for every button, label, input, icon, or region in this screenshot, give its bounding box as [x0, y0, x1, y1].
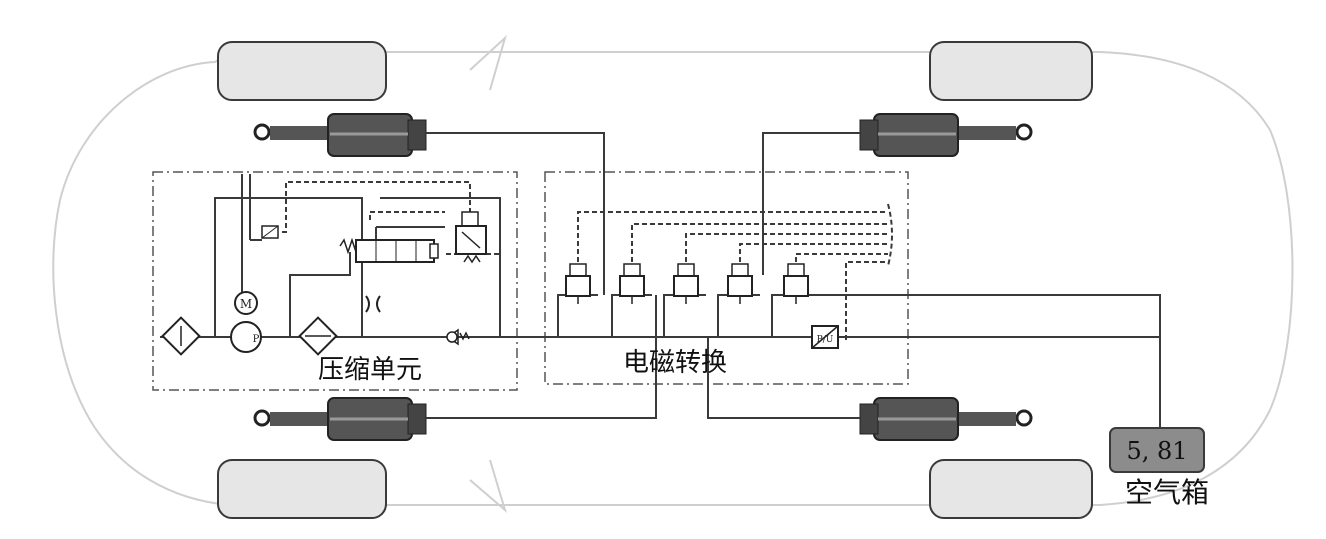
- filter-dryer-right: [298, 316, 338, 356]
- compressor-unit-box: [152, 171, 518, 391]
- air-strut-front-left: [253, 113, 427, 157]
- svg-text:P: P: [253, 334, 260, 345]
- wheel-rear-right: [929, 459, 1093, 519]
- solenoid-switching-box: [544, 171, 909, 385]
- solenoid-valve-4: [727, 263, 753, 304]
- air-tank-label: 空气箱: [1125, 476, 1209, 509]
- pneumatic-valve: [455, 211, 487, 264]
- air-strut-rear-right: [859, 397, 1033, 441]
- svg-text:P/U: P/U: [817, 335, 834, 345]
- relief-valve: [261, 225, 279, 239]
- solenoid-valve-5: [783, 263, 809, 304]
- check-valve: [446, 328, 470, 346]
- air-strut-front-right: [859, 113, 1033, 157]
- motor-symbol: M: [234, 291, 258, 315]
- wheel-front-right: [929, 41, 1093, 101]
- svg-text:M: M: [240, 297, 252, 311]
- solenoid-valve-3: [673, 263, 699, 304]
- filter-dryer-left: [161, 316, 201, 356]
- wheel-rear-left: [217, 459, 387, 519]
- exhaust-valve-block: [339, 237, 439, 263]
- air-strut-rear-left: [253, 397, 427, 441]
- pump-symbol: P: [230, 321, 262, 353]
- air-tank-value: 5, 81: [1126, 437, 1187, 465]
- throttle-symbol: [365, 295, 381, 313]
- compressor-unit-label: 压缩单元: [318, 355, 422, 385]
- air-tank: 5, 81: [1109, 427, 1205, 473]
- solenoid-switching-label: 电磁转换: [623, 348, 727, 378]
- pressure-sensor: P/U: [811, 325, 839, 349]
- car-body-outline: [52, 34, 1294, 513]
- solenoid-valve-1: [565, 263, 591, 304]
- pilot-lines-solenoid: [577, 203, 893, 340]
- wheel-front-left: [217, 41, 387, 101]
- solenoid-valve-2: [619, 263, 645, 304]
